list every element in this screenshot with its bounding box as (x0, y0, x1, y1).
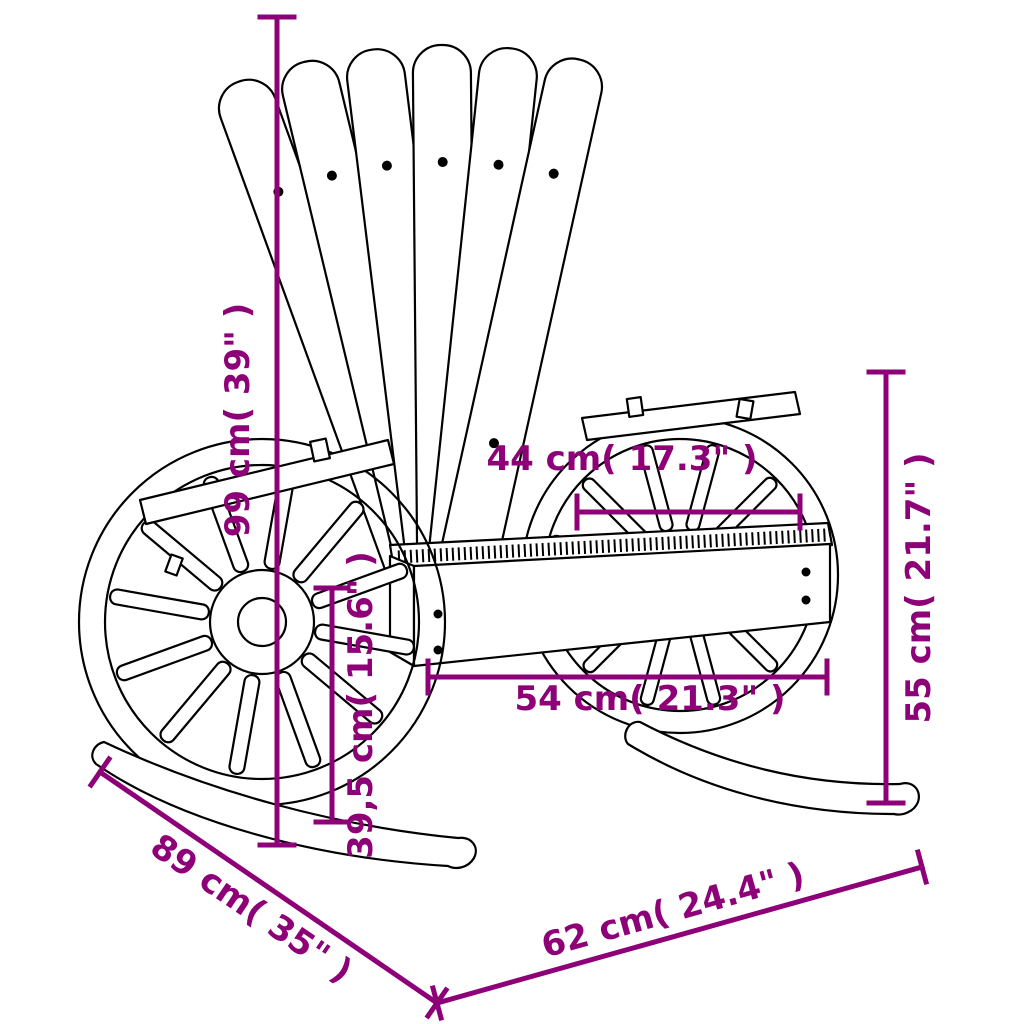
right-armrest (580, 390, 802, 442)
left-rocker (91, 740, 477, 869)
label-back-height: 99 cm( 39" ) (218, 303, 258, 538)
left-armrest (138, 438, 396, 526)
left-armrest-notch (164, 553, 184, 577)
dim-seat-width-line (425, 658, 830, 696)
left-wheel-inner-rim (103, 463, 421, 781)
left-wheel-spokes (108, 468, 416, 776)
right-armrest-notch (735, 397, 755, 421)
dim-back-height-line (257, 14, 297, 848)
label-seat-width: 54 cm( 21.3" ) (514, 679, 785, 719)
dim-armrest-height-line (866, 369, 906, 806)
rockers (91, 720, 920, 869)
label-seat-depth: 44 cm( 17.3" ) (486, 439, 757, 479)
right-armrest-notch (625, 396, 645, 418)
seat-front-rail (412, 542, 832, 668)
dim-seat-height-line (313, 585, 351, 825)
dimension-lines (87, 14, 930, 1022)
left-wheel (77, 437, 447, 807)
label-seat-height: 39,5 cm( 15.6" ) (341, 551, 381, 859)
right-rocker (624, 720, 920, 816)
label-armrest-height: 55 cm( 21.7" ) (899, 452, 939, 723)
seat-assembly (388, 521, 834, 668)
left-armrest-notch (308, 437, 332, 463)
left-wheel-hub-center (236, 596, 288, 648)
dim-seat-depth-line (574, 493, 803, 531)
dim-overall-depth-line (87, 755, 450, 1020)
dim-overall-width-line (429, 848, 930, 1022)
chair-line-art (77, 43, 920, 869)
